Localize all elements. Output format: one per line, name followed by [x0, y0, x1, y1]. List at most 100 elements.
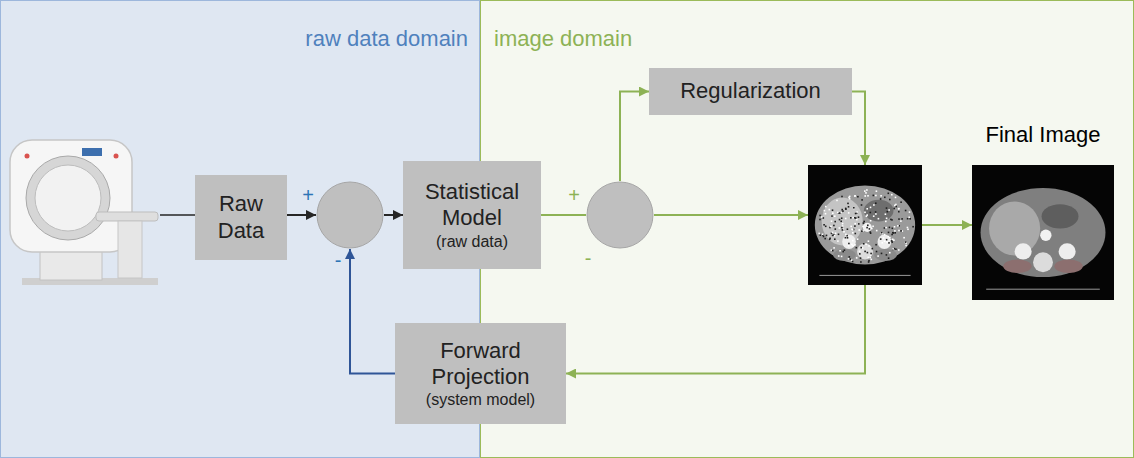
- ct-noise: [900, 230, 902, 232]
- ct-noise: [852, 217, 854, 219]
- ct-noise: [868, 240, 870, 242]
- ct-noise: [862, 247, 864, 249]
- ct-noise: [859, 253, 861, 255]
- sign-holder: -: [580, 245, 596, 271]
- ct-noise: [855, 233, 857, 235]
- ct-noise: [845, 234, 847, 236]
- ct-noise: [868, 245, 870, 247]
- ct-noise: [848, 197, 850, 199]
- ct-noise: [868, 257, 870, 259]
- ct-image: Final Image: [972, 122, 1114, 300]
- ct-noise: [888, 232, 890, 234]
- ct-kidney: [1015, 243, 1032, 259]
- ct-noise: [824, 238, 826, 240]
- connector: [287, 214, 316, 216]
- ct-noise: [852, 232, 854, 234]
- ct-noise: [880, 238, 882, 240]
- ct-noise: [880, 198, 882, 200]
- ct-noise: [841, 256, 843, 258]
- ct-noise: [907, 227, 909, 229]
- ct-noise: [820, 234, 822, 236]
- ct-noise: [867, 252, 869, 254]
- sign-symbol: +: [566, 182, 582, 208]
- ct-noise: [865, 243, 867, 245]
- ct-muscle: [1054, 260, 1082, 274]
- process-box: Regularization: [649, 68, 852, 115]
- ct-noise: [903, 237, 905, 239]
- ct-noise: [894, 230, 896, 232]
- ct-noise: [905, 245, 907, 247]
- ct-noise: [837, 212, 839, 214]
- process-box: Statistical Model(raw data): [403, 161, 541, 269]
- ct-noise: [905, 242, 907, 244]
- ct-noise: [842, 251, 844, 253]
- ct-kidney: [842, 235, 856, 249]
- ct-noise: [849, 258, 851, 260]
- ct-noise: [842, 223, 844, 225]
- ct-noise: [825, 206, 827, 208]
- ct-noise: [852, 240, 854, 242]
- ct-noise: [898, 208, 900, 210]
- ct-noise: [863, 243, 865, 245]
- ct-noise: [863, 222, 865, 224]
- ct-noise: [824, 210, 826, 212]
- ct-noise: [835, 233, 837, 235]
- ct-noise: [841, 227, 843, 229]
- ct-muscle: [874, 249, 897, 261]
- ct-noise: [908, 217, 910, 219]
- ct-noise: [849, 256, 851, 258]
- connector: [350, 249, 395, 374]
- ct-noise: [853, 229, 855, 231]
- ct-noise: [866, 208, 868, 210]
- ct-noise: [823, 217, 825, 219]
- summing-junction: +-: [316, 181, 384, 249]
- scanner-table-stand: [118, 221, 142, 278]
- domain-band: image domain+-RegularizationFinal Image: [480, 0, 1134, 458]
- ct-noise: [863, 221, 865, 223]
- ct-noise: [858, 216, 860, 218]
- ct-noise: [867, 225, 869, 227]
- ct-noise: [886, 241, 888, 243]
- ct-noise: [909, 211, 911, 213]
- ct-table: [986, 289, 1100, 290]
- ct-noise: [831, 215, 833, 217]
- ct-noise: [822, 234, 824, 236]
- ct-noise: [832, 235, 834, 237]
- connector: [541, 214, 586, 216]
- ct-noise: [864, 195, 866, 197]
- scanner-gantry: [10, 140, 132, 252]
- scanner-light: [114, 154, 119, 159]
- ct-noise: [873, 195, 875, 197]
- ct-noise: [878, 218, 880, 220]
- ct-noise: [834, 238, 836, 240]
- ct-noise: [891, 240, 893, 242]
- ct-noise: [885, 221, 887, 223]
- ct-spine: [1033, 252, 1053, 272]
- ct-noise: [875, 202, 877, 204]
- ct-picture: [808, 165, 922, 285]
- circle-shape: [587, 182, 653, 248]
- ct-noise: [821, 216, 823, 218]
- ct-noise: [893, 239, 895, 241]
- connector: [654, 214, 808, 216]
- summing-junction: +-: [586, 181, 654, 249]
- ct-noise: [850, 226, 852, 228]
- ct-body: [981, 188, 1106, 277]
- ct-noise: [880, 195, 882, 197]
- ct-noise: [854, 223, 856, 225]
- ct-noise: [891, 234, 893, 236]
- ct-noise: [907, 229, 909, 231]
- ct-noise: [854, 225, 856, 227]
- ct-noise: [841, 196, 843, 198]
- ct-noise: [892, 232, 894, 234]
- ct-noise: [869, 228, 871, 230]
- ct-noise: [859, 251, 861, 253]
- ct-noise: [848, 206, 850, 208]
- ct-noise: [892, 228, 894, 230]
- ct-spine: [857, 243, 873, 259]
- ct-noise: [818, 233, 820, 235]
- ct-noise: [898, 249, 900, 251]
